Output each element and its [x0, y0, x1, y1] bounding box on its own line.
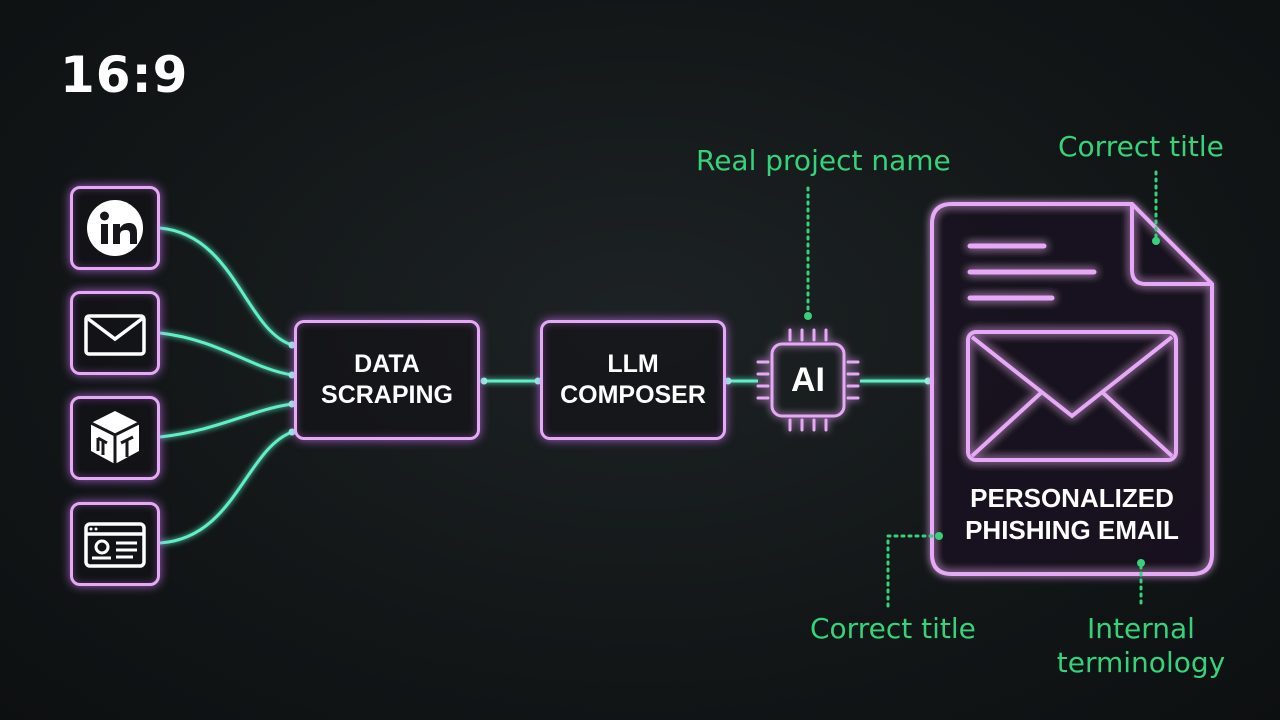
- cube-logo-icon: [90, 411, 140, 464]
- leader-correct-title-bottom: [886, 534, 938, 608]
- annotation-correct-title-bottom: Correct title: [810, 612, 976, 645]
- llm-composer-line-2: COMPOSER: [560, 381, 706, 409]
- linkedin-icon: [87, 200, 143, 256]
- ai-chip-label: AI: [791, 360, 825, 399]
- ai-chip-icon: [756, 328, 860, 432]
- source-linkedin: [70, 186, 160, 270]
- document-title: PERSONALIZED PHISHING EMAIL: [940, 482, 1204, 546]
- document-text-lines: [967, 243, 1097, 301]
- connector-cube: [159, 402, 293, 439]
- annotation-real-project-name: Real project name: [696, 144, 951, 177]
- data-scraping-line-2: SCRAPING: [321, 381, 453, 409]
- source-email: [70, 291, 160, 375]
- aspect-ratio-label: 16:9: [60, 46, 189, 104]
- source-web: [70, 502, 160, 586]
- source-cube: [70, 396, 160, 480]
- annotation-internal-terminology: Internal terminology: [1056, 612, 1226, 680]
- document-title-line-1: PERSONALIZED: [970, 483, 1174, 513]
- annotation-correct-title-top: Correct title: [1058, 130, 1224, 163]
- llm-composer-line-1: LLM: [607, 350, 659, 378]
- web-page-icon: [84, 522, 146, 568]
- phishing-document-icon: [930, 202, 1214, 576]
- connector-linkedin: [159, 226, 293, 347]
- document-title-line-2: PHISHING EMAIL: [965, 515, 1179, 545]
- data-scraping-line-1: DATA: [354, 350, 420, 378]
- llm-composer-box: LLM COMPOSER: [540, 320, 726, 440]
- connector-email: [159, 331, 293, 377]
- connector-web: [159, 430, 293, 545]
- internal-terminology-line-2: terminology: [1056, 646, 1226, 679]
- envelope-icon-large: [966, 330, 1178, 462]
- data-scraping-box: DATA SCRAPING: [294, 320, 480, 440]
- internal-terminology-line-1: Internal: [1087, 612, 1195, 645]
- envelope-icon: [84, 314, 146, 356]
